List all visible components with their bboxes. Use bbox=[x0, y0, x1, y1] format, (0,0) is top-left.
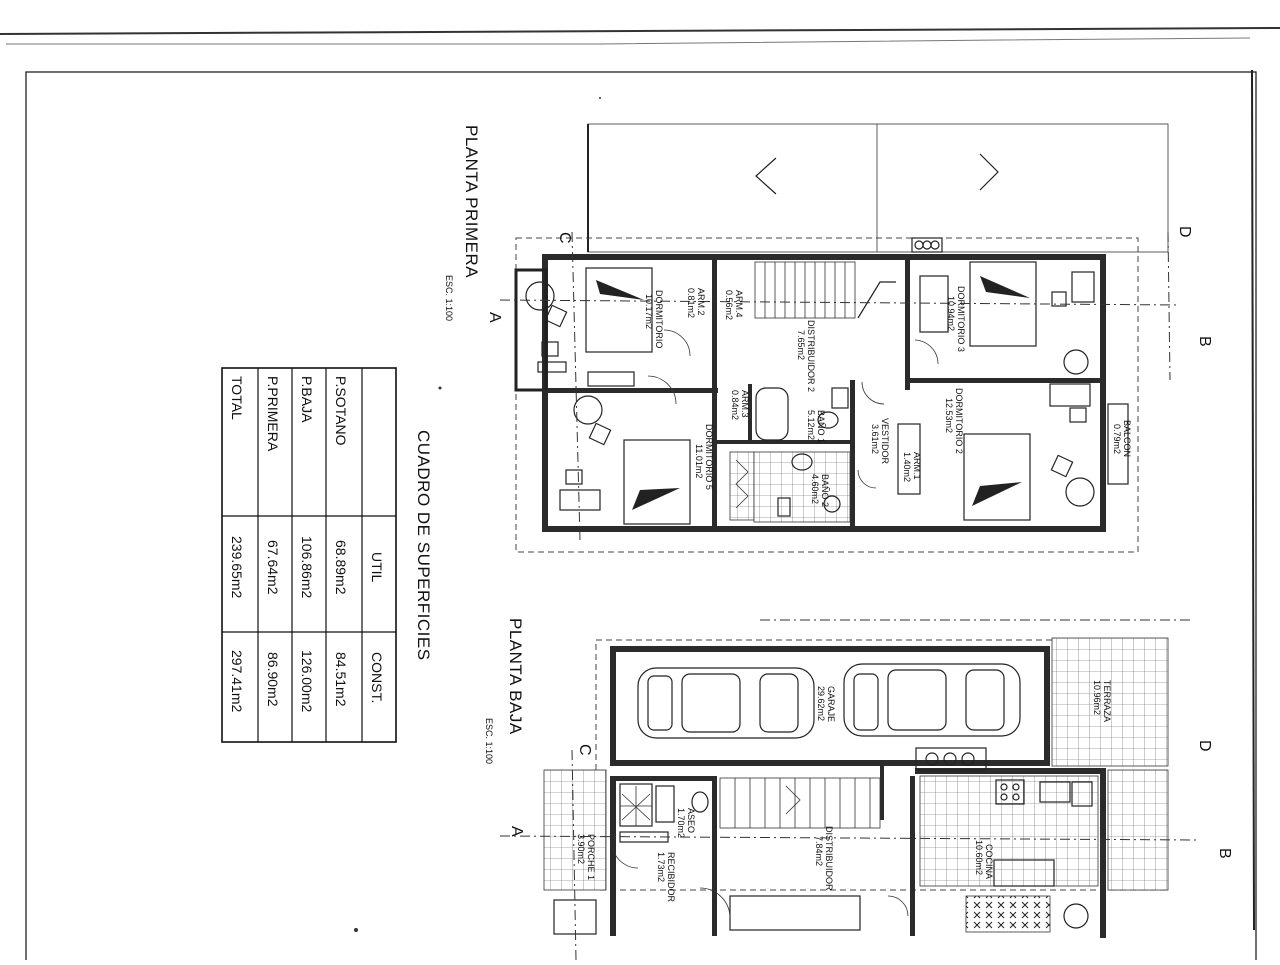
table-cell-util: 68.89m2 bbox=[333, 540, 349, 595]
section-mark-d-lower: D bbox=[1196, 740, 1213, 752]
room-dorm2-area: 12.53m2 bbox=[944, 398, 954, 433]
table-cell-util: 67.64m2 bbox=[265, 540, 281, 595]
table-cell-util: 106.86m2 bbox=[299, 536, 315, 598]
room-vestidor-area: 3.61m2 bbox=[870, 424, 880, 454]
room-dist2-name: DISTRIBUIDOR 2 bbox=[806, 320, 816, 392]
bed bbox=[585, 267, 653, 353]
room-dist-name: DISTRIBUIDOR bbox=[824, 826, 834, 891]
room-dist-area: 7.84m2 bbox=[814, 836, 824, 866]
section-mark-b-lower: B bbox=[1216, 848, 1233, 859]
room-balcon-name: BALCON bbox=[1122, 420, 1132, 457]
room-arm4-area: 0.56m2 bbox=[724, 290, 734, 320]
round-table bbox=[573, 395, 603, 425]
bed bbox=[969, 261, 1037, 347]
room-dist2-area: 7.65m2 bbox=[796, 330, 806, 360]
lower-floor-plan bbox=[499, 637, 1201, 961]
stair-spiral-icon bbox=[620, 786, 652, 826]
table-cell-const: 126.00m2 bbox=[299, 650, 315, 712]
upper-plan-scale: ESC. 1:100 bbox=[444, 275, 454, 321]
upper-floor-labels: PLANTA PRIMERA ESC. 1:100 DORMITORIO 10.… bbox=[444, 125, 1213, 507]
bed bbox=[963, 433, 1031, 521]
room-terraza-area: 10.96m2 bbox=[1092, 680, 1102, 715]
room-cocina-name: COCINA bbox=[984, 844, 994, 879]
lower-plan-scale: ESC. 1:100 bbox=[484, 718, 494, 764]
room-dorm4-area: 10.17m2 bbox=[644, 294, 654, 329]
section-mark-a: A bbox=[486, 312, 503, 323]
bed bbox=[623, 439, 691, 525]
car-icon bbox=[843, 663, 1021, 737]
room-bano1-name: BAÑO 1 bbox=[816, 410, 826, 443]
room-dorm3-area: 10.94m2 bbox=[946, 296, 956, 331]
room-aseo-name: ASEO bbox=[686, 808, 696, 833]
section-mark-b: B bbox=[1196, 336, 1213, 347]
kitchen-tiles bbox=[919, 775, 1099, 887]
room-garaje-name: GARAJE bbox=[826, 686, 836, 722]
room-balcon-area: 0.79m2 bbox=[1112, 424, 1122, 454]
room-dorm5-name: DORMITORIO 5 bbox=[704, 424, 714, 490]
car-icon bbox=[637, 667, 815, 739]
upper-floor-plan bbox=[499, 123, 1190, 621]
round-table bbox=[1065, 477, 1095, 507]
section-mark-a-lower: A bbox=[508, 826, 525, 837]
room-recibidor-name: RECIBIDOR bbox=[666, 852, 676, 903]
room-bano2-name: BAÑO 2 bbox=[820, 474, 830, 507]
table-cell-const: 84.51m2 bbox=[333, 652, 349, 707]
room-arm1-name: ARM.1 bbox=[912, 452, 922, 480]
room-arm3-name: ARM.3 bbox=[740, 390, 750, 418]
table-header-util: UTIL bbox=[369, 552, 385, 583]
room-bano1-area: 5.12m2 bbox=[806, 410, 816, 440]
section-mark-d: D bbox=[1176, 226, 1193, 238]
table-row-label: P.PRIMERA bbox=[265, 376, 281, 452]
lower-plan-title: PLANTA BAJA bbox=[506, 618, 525, 735]
room-porche-name: PORCHE 1 bbox=[586, 834, 596, 880]
room-porche-area: 3.90m2 bbox=[576, 834, 586, 864]
porch-tiles bbox=[543, 769, 607, 891]
room-dorm4-name: DORMITORIO bbox=[654, 290, 664, 348]
round-table bbox=[525, 281, 555, 311]
room-garaje-area: 29.62m2 bbox=[816, 686, 826, 721]
room-arm2-area: 0.81m2 bbox=[686, 288, 696, 318]
bathtub bbox=[755, 387, 789, 441]
room-cocina-area: 10.60m2 bbox=[974, 840, 984, 875]
upper-plan-title: PLANTA PRIMERA bbox=[462, 125, 481, 278]
table-cell-const: 297.41m2 bbox=[229, 650, 245, 712]
surface-table-title: CUADRO DE SUPERFICIES bbox=[414, 430, 433, 661]
table-cell-util: 239.65m2 bbox=[229, 536, 245, 598]
arrow-left-icon bbox=[755, 157, 777, 195]
lower-floor-labels: PLANTA BAJA ESC. 1:100 GARAJE 29.62m2 TE… bbox=[484, 618, 1233, 903]
section-mark-c: C bbox=[556, 232, 573, 244]
section-mark-c-lower: C bbox=[576, 744, 593, 756]
room-arm3-area: 0.84m2 bbox=[730, 390, 740, 420]
table-cell-const: 86.90m2 bbox=[265, 652, 281, 707]
room-bano2-area: 4.60m2 bbox=[810, 474, 820, 504]
room-aseo-area: 1.70m2 bbox=[676, 808, 686, 838]
room-dorm5-area: 11.01m2 bbox=[694, 444, 704, 478]
room-arm1-area: 1.40m2 bbox=[902, 452, 912, 482]
room-dorm2-name: DORMITORIO 2 bbox=[954, 388, 964, 454]
sheet-frame bbox=[25, 71, 1257, 965]
room-recibidor-area: 1.73m2 bbox=[656, 852, 666, 882]
arrow-right-icon bbox=[979, 153, 999, 191]
room-dorm3-name: DORMITORIO 3 bbox=[956, 286, 966, 352]
table-row-label: TOTAL bbox=[229, 376, 245, 420]
surface-table: CUADRO DE SUPERFICIES UTIL CONST. P.SOTA… bbox=[221, 367, 433, 743]
room-terraza-name: TERRAZA bbox=[1102, 680, 1112, 722]
scan-top-edge bbox=[0, 27, 1280, 35]
room-arm2-name: ARM.2 bbox=[696, 288, 706, 316]
terrace-tiles bbox=[1051, 637, 1169, 767]
room-arm4-name: ARM.4 bbox=[734, 290, 744, 318]
table-row-label: P.BAJA bbox=[299, 376, 315, 423]
table-header-const: CONST. bbox=[369, 652, 385, 703]
table-row-label: P.SOTANO bbox=[333, 376, 349, 446]
room-vestidor-name: VESTIDOR bbox=[880, 418, 890, 465]
